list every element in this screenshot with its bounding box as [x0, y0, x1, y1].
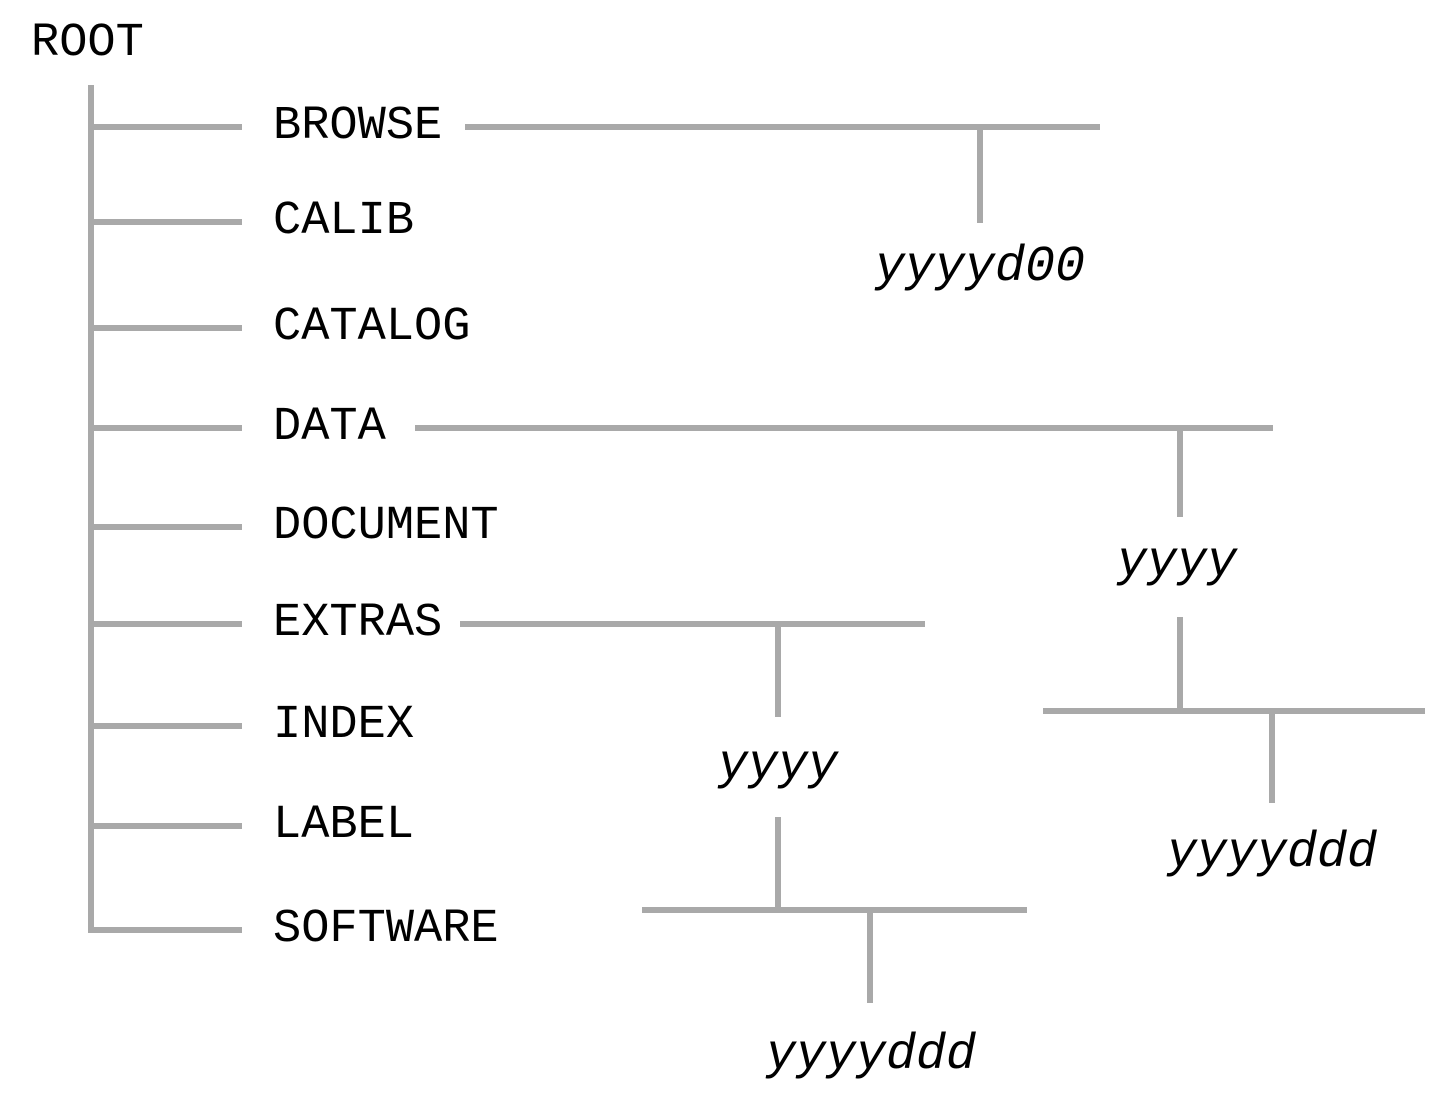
extras-child-drop-line [775, 621, 781, 717]
node-label-catalog: CATALOG [273, 301, 471, 354]
data-child-drop-line [1177, 425, 1183, 517]
browse-child-drop-line [977, 124, 983, 223]
data-grandchild-drop-line [1177, 617, 1183, 712]
branch-line-calib [88, 219, 242, 225]
trunk-line [88, 85, 94, 933]
branch-line-catalog [88, 325, 242, 331]
extras-grandchild-connector-line [642, 907, 1027, 913]
node-label-label: LABEL [273, 799, 415, 852]
branch-line-document [88, 524, 242, 530]
browse-child-connector-line [465, 124, 1100, 130]
node-label-document: DOCUMENT [273, 500, 499, 553]
data-child-connector-line [415, 425, 1273, 431]
node-label-index: INDEX [273, 699, 415, 752]
node-label-software: SOFTWARE [273, 903, 499, 956]
node-label-root: ROOT [31, 17, 144, 70]
extras-grandchild-tick-line [867, 907, 873, 1003]
extras-child-connector-line [460, 621, 925, 627]
data-grandchild-tick-line [1269, 708, 1275, 803]
branch-line-label [88, 823, 242, 829]
node-label-browse-child: yyyyd00 [874, 239, 1086, 296]
branch-line-extras [88, 621, 242, 627]
node-label-extras-child: yyyy [717, 737, 839, 794]
data-grandchild-connector-line [1043, 708, 1425, 714]
branch-line-index [88, 723, 242, 729]
node-label-data-child: yyyy [1116, 534, 1238, 591]
branch-line-data [88, 425, 242, 431]
node-label-extras: EXTRAS [273, 597, 443, 650]
branch-line-browse [88, 124, 242, 130]
node-label-data-grandchild: yyyyddd [1166, 825, 1378, 882]
node-label-calib: CALIB [273, 195, 415, 248]
branch-line-software [88, 927, 242, 933]
node-label-extras-grandchild: yyyyddd [765, 1027, 977, 1084]
extras-grandchild-drop-line [775, 817, 781, 910]
node-label-browse: BROWSE [273, 100, 443, 153]
node-label-data: DATA [273, 401, 386, 454]
